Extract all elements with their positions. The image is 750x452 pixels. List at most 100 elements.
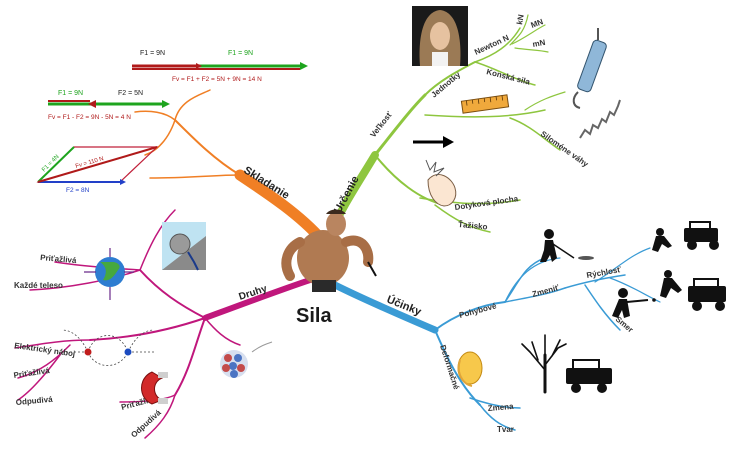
label-odpudiva-1: Odpudivá: [15, 395, 53, 407]
label-pohybove: Pohybové: [458, 301, 498, 320]
twig-druhy-gravity-a: [54, 261, 141, 271]
atom-icon: [220, 341, 273, 378]
vector-row-1: F1 = 9N F1 = 9N Fv = F1 + F2 = 5N + 9N =…: [132, 50, 308, 83]
twig-druhy-electric: [89, 317, 206, 341]
car-push-icon: [652, 221, 719, 252]
negative-charge: [84, 348, 92, 356]
golfer-icon: [540, 229, 594, 262]
twig-druhy-gravity-b: [29, 269, 141, 291]
twig-druhy-electric-c: [17, 354, 61, 401]
branch-druhy: [14, 209, 313, 439]
old-car-icon: [566, 359, 612, 393]
vector-row2-diff-text: Fv = F1 - F2 = 9N - 5N = 4 N: [48, 114, 131, 121]
branch-skladanie-twig-a: [174, 89, 211, 121]
twig-silomer-b: [524, 91, 566, 111]
branch-skladanie-twig-c: [149, 174, 241, 179]
branch-ucinky: [331, 247, 661, 431]
label-zmenit: Zmeniť: [531, 283, 560, 299]
earth-globe-icon: [84, 248, 134, 300]
spring-icon: [579, 99, 621, 139]
twig-velkost-main: [424, 109, 546, 118]
magnet-icon: [141, 371, 168, 405]
vector2-arrowhead: [162, 100, 170, 108]
branch-skladanie-twig-b: [134, 110, 176, 121]
branch-skladanie: [134, 89, 328, 246]
label-kazde-teleso: Každé teleso: [14, 281, 63, 290]
twig-zmena: [469, 397, 521, 409]
twig-mn-small: [514, 47, 549, 53]
twig-rychlost: [564, 274, 626, 289]
parallelogram-f1: [37, 146, 75, 183]
twig-kn: [509, 14, 529, 46]
spring-scale-icon: [572, 28, 607, 109]
arrow-icon: [413, 136, 454, 148]
twig-druhy-magnet-b: [144, 394, 176, 439]
label-rychlost: Rýchlosť: [586, 265, 622, 280]
branch-urcenie-velkost: [373, 93, 427, 157]
finger-touch-icon: [425, 159, 457, 207]
twig-zmenit-up: [504, 257, 546, 303]
twig-zmenit: [504, 287, 566, 303]
twig-druhy-magnet: [174, 317, 206, 396]
label-zmena: Zmena: [487, 402, 514, 413]
muscleman-figure: [281, 209, 377, 292]
label-odpudiva-2: Odpudivá: [129, 408, 163, 440]
label-jednotky: Jednotky: [430, 70, 463, 100]
sisyphus-icon: [162, 222, 206, 271]
newton-portrait-icon: [412, 6, 468, 66]
branch-skladanie-twig-d: [144, 119, 176, 156]
vector-row2-f2-text: F2 = 5N: [118, 90, 143, 97]
vector-row1-f2-text: F1 = 9N: [228, 50, 253, 57]
label-mn-big: MN: [530, 17, 545, 30]
vector-row1-mid-arrowhead: [196, 63, 202, 69]
twig-tvar: [479, 404, 516, 431]
twig-rychlost-a: [594, 247, 651, 283]
label-tazisko: Ťažisko: [458, 220, 488, 232]
label-konska: Konská sila: [486, 67, 532, 87]
vector-row1-f1-text: F1 = 9N: [140, 50, 165, 57]
vector-row1-sum-text: Fv = F1 + F2 = 5N + 9N = 14 N: [172, 76, 262, 83]
twig-dotykova-a: [419, 197, 521, 205]
vector-parallelogram: F1 = 4N Fv = 110 N F2 = 8N: [36, 146, 159, 194]
baseball-batter-icon: [612, 288, 656, 318]
car-push-icon-2: [660, 270, 726, 311]
twig-druhy-electric-a: [14, 339, 91, 349]
ruler-icon: [460, 94, 510, 114]
vector-row2-f1-text: F1 = 9N: [58, 90, 83, 97]
center-title: Sila: [296, 305, 332, 327]
label-tvar: Tvar: [497, 425, 514, 434]
branch-urcenie: [326, 14, 566, 239]
twig-konska: [474, 61, 536, 86]
label-kn: kN: [515, 13, 526, 25]
branch-urcenie-jednotky: [424, 61, 476, 96]
parallelogram-fv: [37, 146, 158, 183]
electric-field-icon: [60, 329, 156, 366]
positive-charge: [124, 348, 132, 356]
vector-row-2: F1 = 9N F2 = 5N Fv = F1 - F2 = 9N - 5N =…: [48, 90, 170, 121]
branch-druhy-trunk: [202, 277, 313, 321]
label-dotykova: Dotyková plocha: [454, 194, 519, 212]
branch-ucinky-trunk: [331, 281, 439, 334]
vector2-back-arrowhead: [88, 100, 96, 108]
twig-smer: [584, 284, 621, 331]
twig-druhy-gravity: [139, 269, 206, 319]
label-pritaziva-1: Priťažlivá: [40, 253, 77, 265]
twig-silomer: [509, 117, 561, 151]
parallelogram-f2-text: F2 = 8N: [66, 187, 90, 194]
twig-newton: [474, 27, 521, 63]
label-mn-small: mN: [532, 38, 546, 49]
label-pritaziva-2: Priťažlivá: [13, 366, 51, 380]
parallelogram-fv-text: Fv = 110 N: [75, 156, 105, 170]
lemon-squeeze-icon: [457, 351, 483, 387]
twig-druhy-gravity-c: [139, 209, 176, 271]
tree-icon: [521, 334, 567, 394]
vector-row1-arrowhead: [300, 62, 308, 70]
twig-tazisko: [434, 204, 491, 233]
branch-skladanie-sub: [174, 119, 241, 176]
twig-druhy-electric-b: [17, 344, 71, 379]
twig-mn-big: [511, 24, 546, 45]
branch-ucinky-pohybove: [434, 301, 506, 331]
twig-rychlost-b: [609, 277, 661, 303]
parallelogram-f2-head: [120, 179, 126, 185]
